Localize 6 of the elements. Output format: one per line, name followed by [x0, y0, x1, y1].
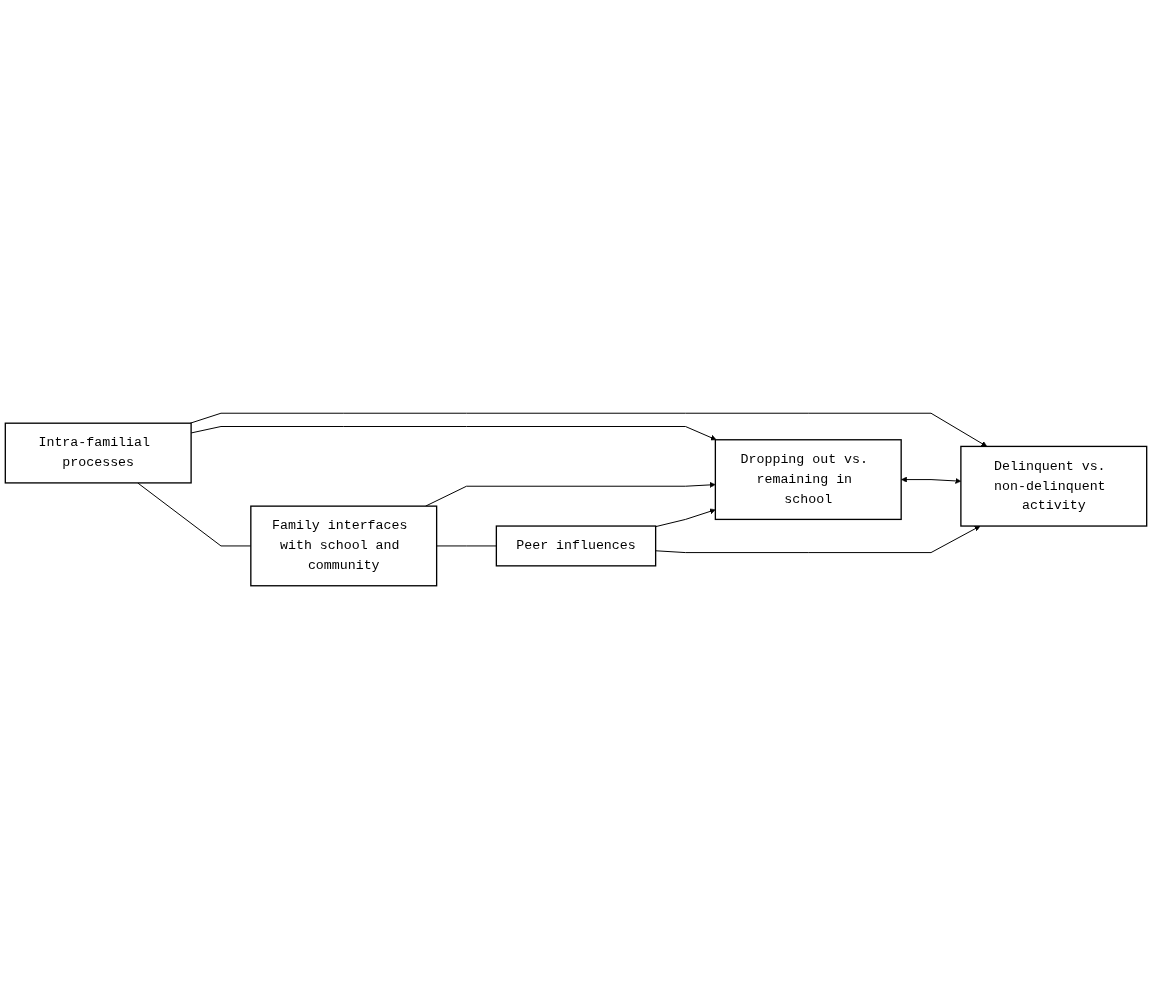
node-box: Intra-familial processes: [4, 422, 192, 484]
node-box: Family interfaces with school and community: [250, 505, 438, 587]
connector: [436, 545, 497, 547]
node-box: Delinquent vs. non-delinquent activity: [960, 445, 1148, 527]
node-box: Peer influences: [495, 525, 657, 567]
node-box: Dropping out vs. remaining in school: [714, 439, 902, 521]
